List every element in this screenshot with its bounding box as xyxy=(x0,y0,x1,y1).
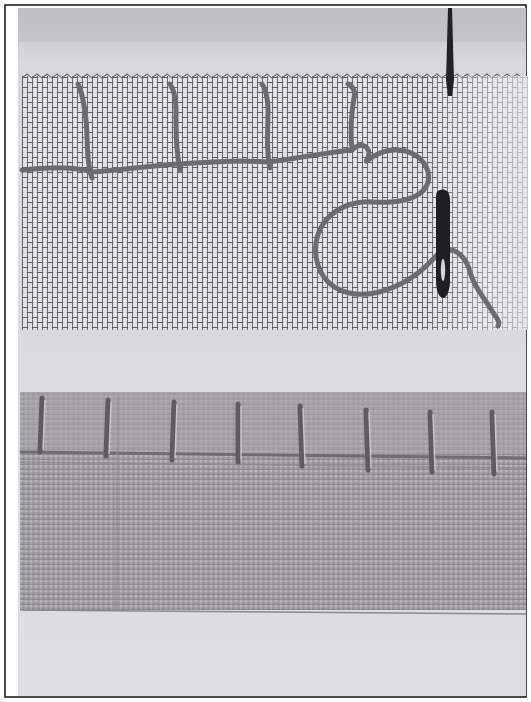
fabric-stitch xyxy=(40,398,42,452)
fabric-stitch xyxy=(366,410,368,470)
fabric-stitch xyxy=(172,402,174,460)
fabric-stitch xyxy=(492,412,494,474)
fabric-hem-band xyxy=(20,392,526,454)
fabric-stitch xyxy=(106,400,108,456)
needle-icon xyxy=(436,189,450,298)
grid-right-fade xyxy=(22,76,528,330)
fabric-sample-photo xyxy=(20,392,526,614)
fabric-stitch xyxy=(300,406,302,466)
fabric-stitch xyxy=(430,412,432,472)
